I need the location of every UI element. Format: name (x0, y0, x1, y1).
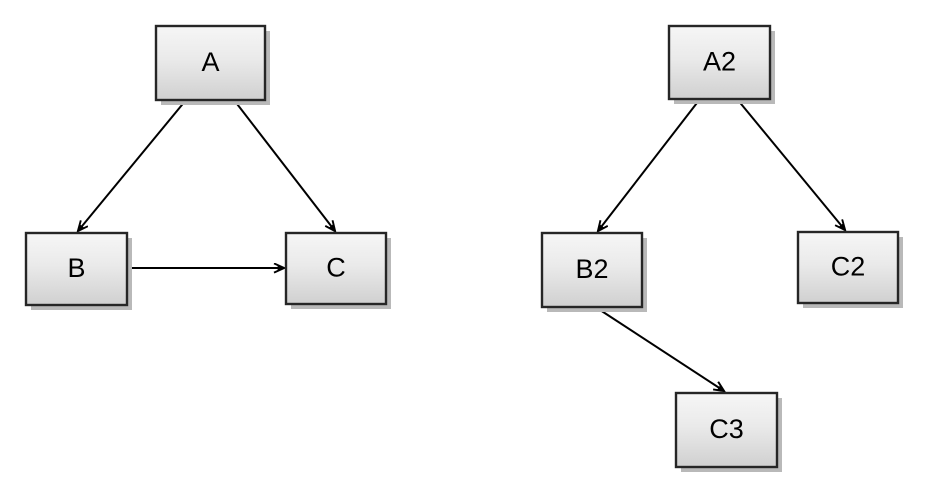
edge-a2-b2-arrow[interactable] (598, 98, 701, 231)
node-b[interactable]: B (24, 231, 132, 310)
node-c2[interactable]: C2 (796, 230, 903, 308)
node-c[interactable]: C (284, 231, 391, 309)
node-box-b[interactable] (24, 231, 129, 307)
node-c3[interactable]: C3 (674, 391, 782, 472)
edge-group-graph-right (596, 98, 845, 391)
node-box-c3[interactable] (674, 391, 779, 469)
node-box-c2[interactable] (796, 230, 900, 305)
edge-a2-c2-arrow[interactable] (736, 98, 845, 230)
node-box-a2[interactable] (667, 24, 772, 101)
node-a2[interactable]: A2 (667, 24, 775, 104)
node-box-b2[interactable] (540, 231, 644, 309)
node-box-c[interactable] (284, 231, 388, 306)
node-box-a[interactable] (154, 24, 267, 102)
edge-group-graph-left (78, 99, 335, 268)
node-b2[interactable]: B2 (540, 231, 647, 312)
edge-a-b-arrow[interactable] (78, 99, 187, 231)
edge-a-c-arrow[interactable] (233, 99, 335, 231)
edge-b2-c3-arrow[interactable] (596, 307, 724, 391)
node-a[interactable]: A (154, 24, 270, 105)
edges-layer (78, 98, 845, 391)
